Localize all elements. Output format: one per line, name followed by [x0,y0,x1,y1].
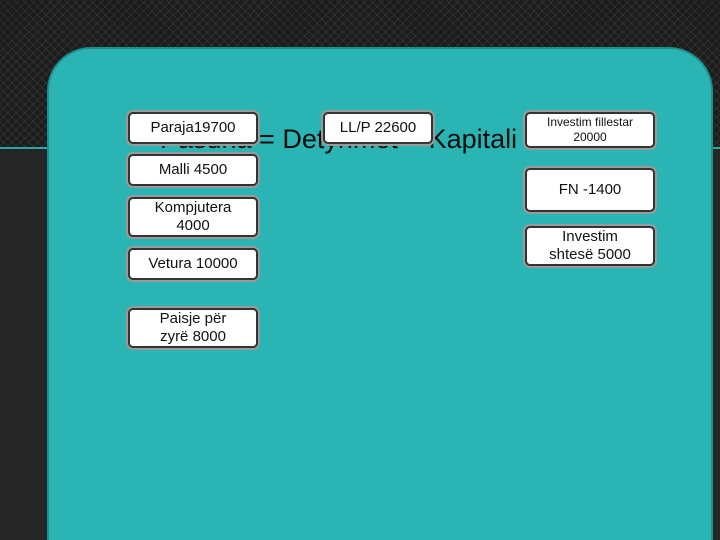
asset-box-cash: Paraja19700 [128,112,258,144]
asset-box-computers: Kompjutera 4000 [128,197,258,237]
asset-box-vehicle: Vetura 10000 [128,248,258,280]
capital-box-additional-investment: Investim shtesë 5000 [525,226,655,266]
asset-box-office-equipment: Paisje për zyrë 8000 [128,308,258,348]
liability-box-payables: LL/P 22600 [323,112,433,144]
capital-box-net-result: FN -1400 [525,168,655,212]
capital-box-initial-investment: Investim fillestar 20000 [525,112,655,148]
asset-box-inventory: Malli 4500 [128,154,258,186]
